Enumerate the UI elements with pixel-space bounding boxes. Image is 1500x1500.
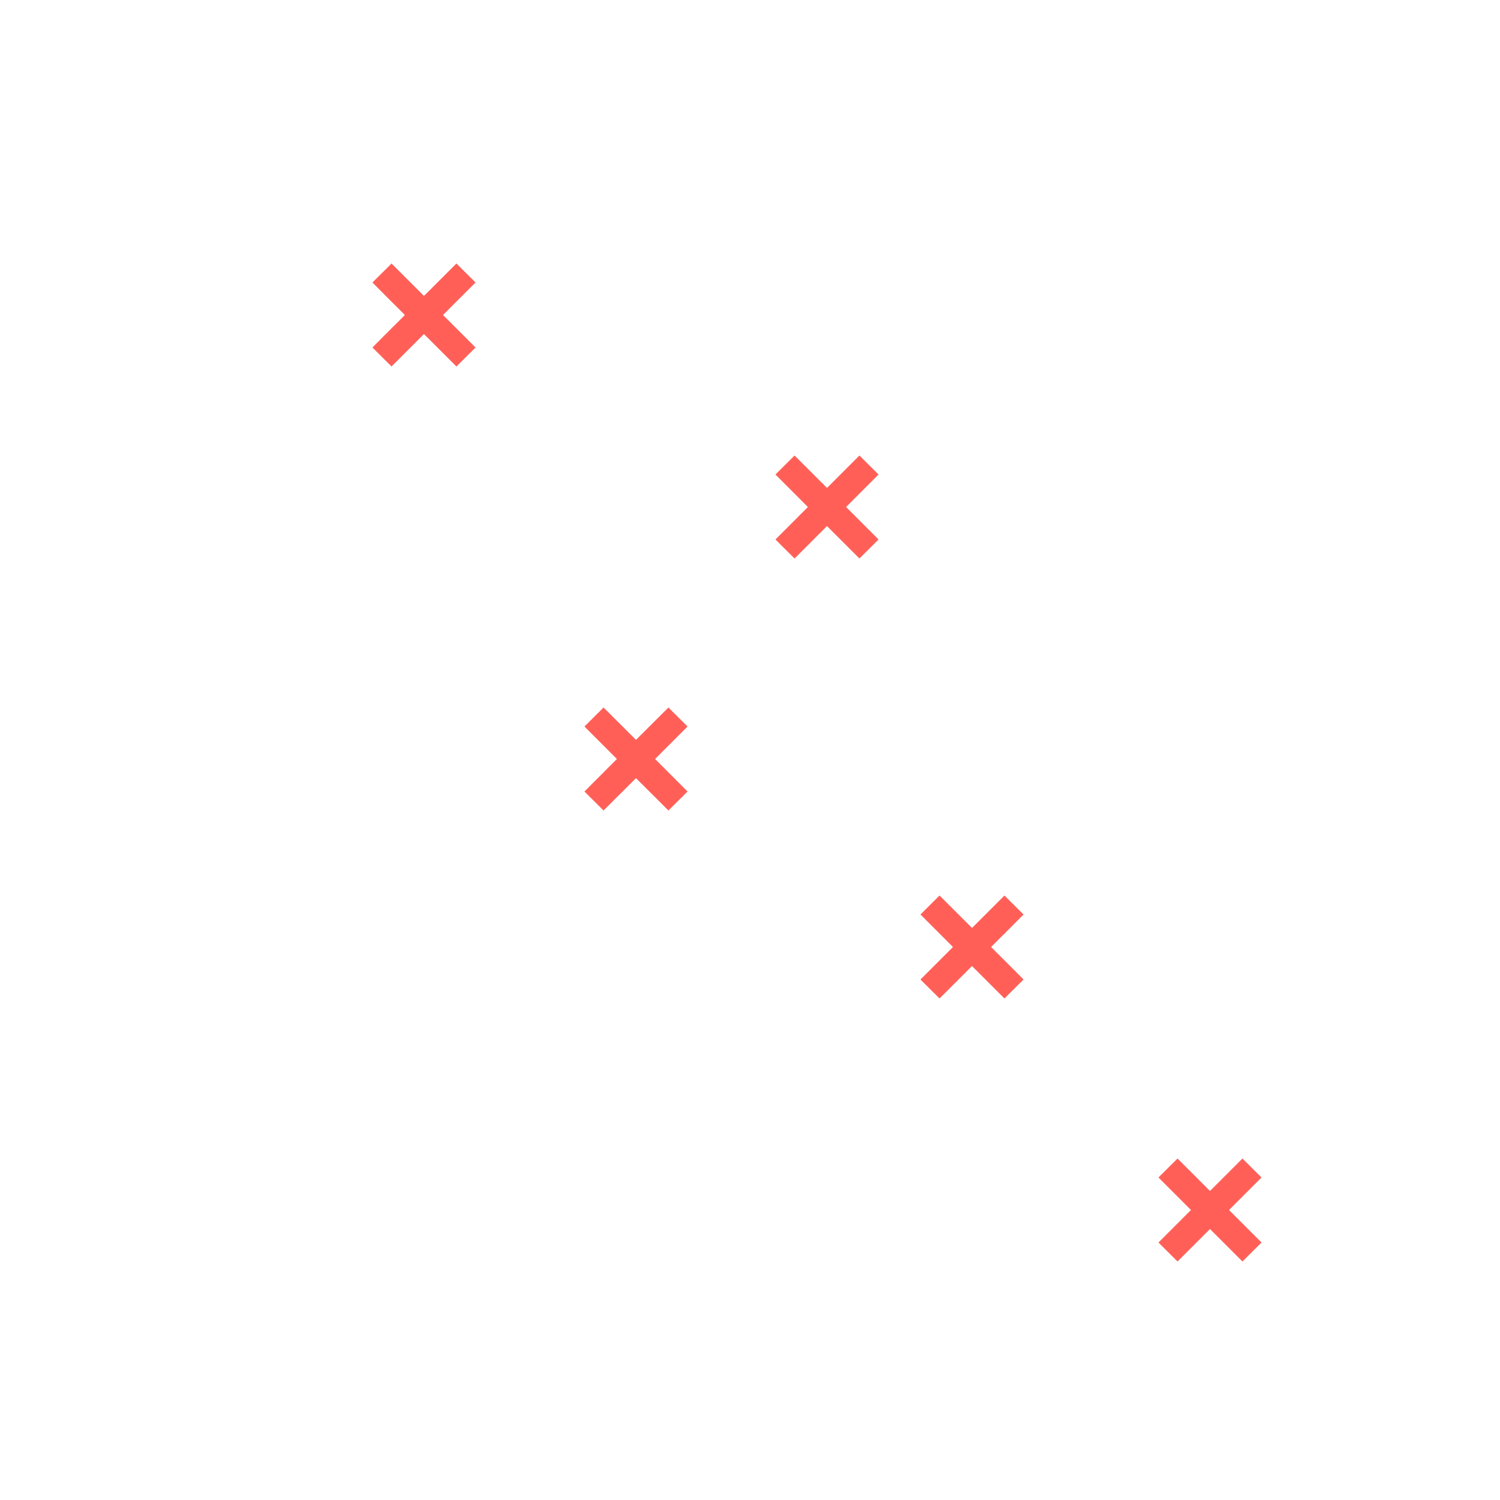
close-icon xyxy=(775,455,879,559)
close-icon-stroke xyxy=(1158,1158,1262,1262)
close-icon xyxy=(372,263,476,367)
close-icon xyxy=(584,707,688,811)
close-icon-stroke xyxy=(920,895,1024,999)
close-icon-stroke xyxy=(584,707,688,811)
close-icon-stroke xyxy=(775,455,879,559)
close-icon xyxy=(920,895,1024,999)
close-icon-stroke xyxy=(372,263,476,367)
close-icon xyxy=(1158,1158,1262,1262)
marker-layer xyxy=(372,263,1262,1262)
